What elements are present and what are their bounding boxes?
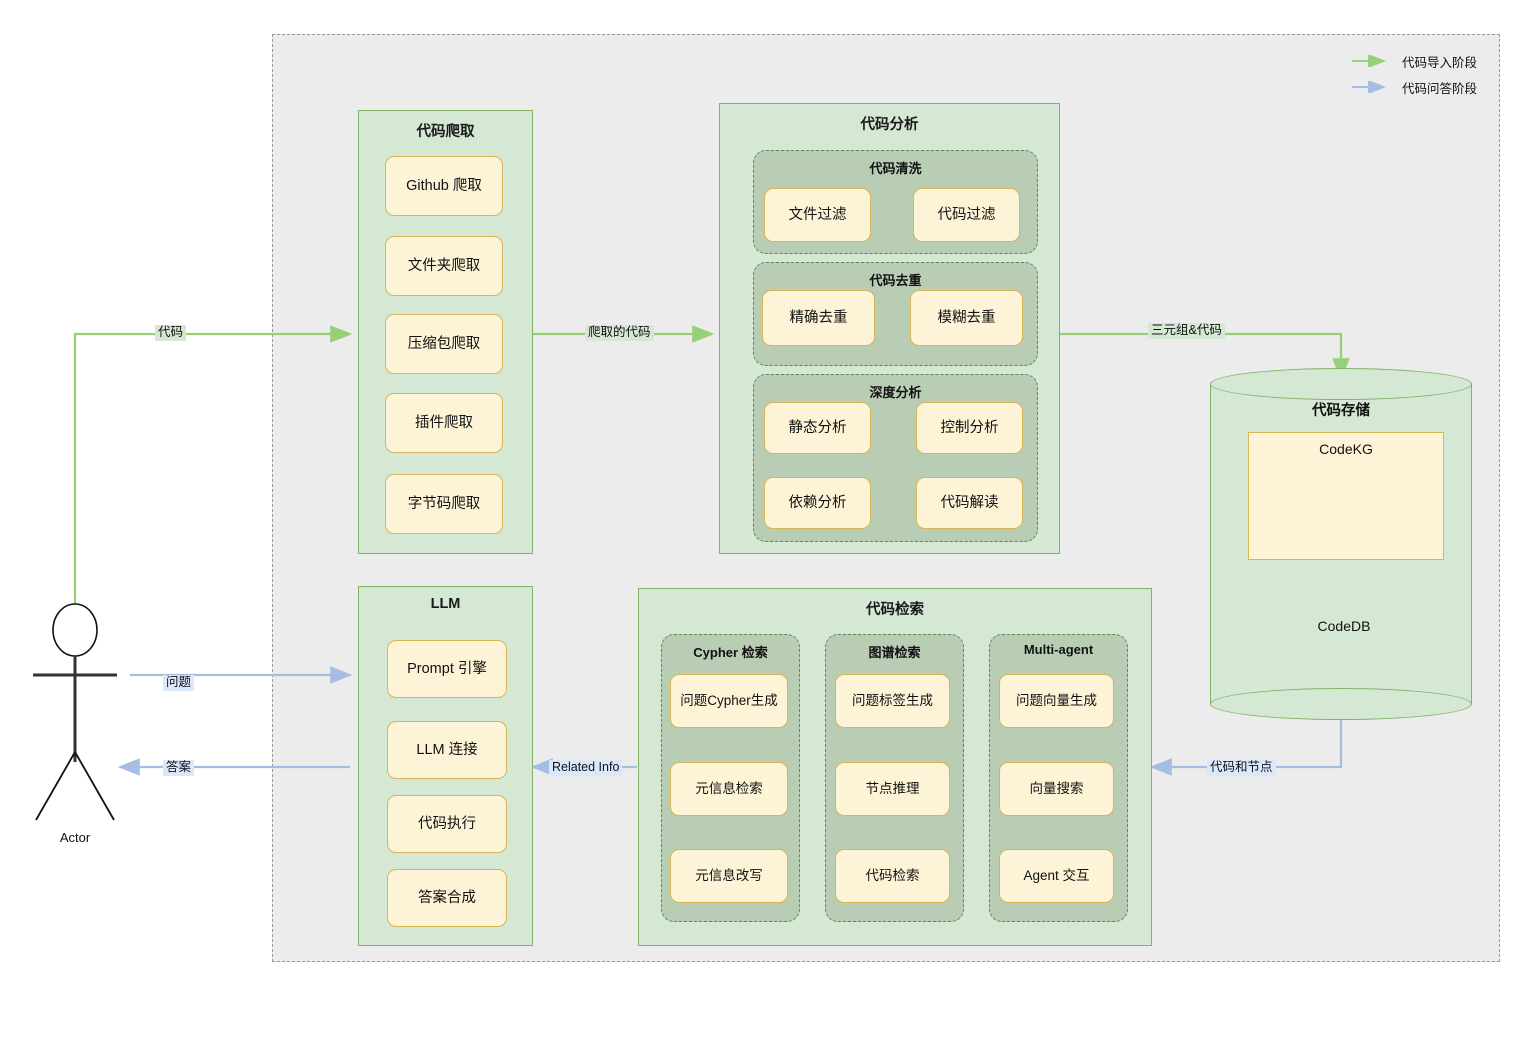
- node-fuzzy-dedup[interactable]: 模糊去重: [910, 290, 1023, 346]
- node-dependency-analysis[interactable]: 依赖分析: [764, 477, 871, 529]
- edge-label-code-and-nodes: 代码和节点: [1207, 760, 1276, 776]
- module-title-storage: 代码存储: [1312, 403, 1370, 419]
- node-exact-dedup[interactable]: 精确去重: [762, 290, 875, 346]
- node-github-crawl[interactable]: Github 爬取: [385, 156, 503, 216]
- node-code-retrieval[interactable]: 代码检索: [835, 849, 950, 903]
- subgroup-title-multiagent: Multi-agent: [1023, 642, 1094, 657]
- module-title-retrieval: 代码检索: [866, 602, 924, 618]
- codedb-label: CodeDB: [1317, 618, 1371, 634]
- module-title-llm: LLM: [430, 596, 461, 612]
- node-question-cypher-gen[interactable]: 问题Cypher生成: [670, 674, 788, 728]
- edge-label-triples-code: 三元组&代码: [1148, 323, 1225, 339]
- legend-row-qa: 代码问答阶段: [1352, 74, 1522, 100]
- subgroup-title-graph: 图谱检索: [868, 645, 921, 660]
- subgroup-title-dedup: 代码去重: [869, 273, 922, 288]
- node-code-filter[interactable]: 代码过滤: [913, 188, 1020, 242]
- module-title-analysis: 代码分析: [860, 117, 919, 133]
- cylinder-bottom: [1210, 688, 1472, 720]
- edge-label-answer: 答案: [163, 760, 195, 776]
- actor-label: Actor: [59, 830, 91, 845]
- legend-arrow-import-icon: [1352, 55, 1386, 67]
- node-meta-rewrite[interactable]: 元信息改写: [670, 849, 788, 903]
- legend-row-import: 代码导入阶段: [1352, 48, 1522, 74]
- legend: 代码导入阶段 代码问答阶段: [1352, 48, 1522, 100]
- node-agent-interaction[interactable]: Agent 交互: [999, 849, 1114, 903]
- edge-label-related-info: Related Info: [549, 760, 623, 776]
- codekg-label: CodeKG: [1319, 441, 1373, 457]
- node-prompt-engine[interactable]: Prompt 引擎: [387, 640, 507, 698]
- subgroup-title-cleaning: 代码清洗: [869, 161, 922, 176]
- node-archive-crawl[interactable]: 压缩包爬取: [385, 314, 503, 374]
- subgroup-title-cypher: Cypher 检索: [693, 645, 768, 660]
- cylinder-top: [1210, 368, 1472, 400]
- legend-label-qa: 代码问答阶段: [1402, 81, 1478, 96]
- node-folder-crawl[interactable]: 文件夹爬取: [385, 236, 503, 296]
- subgroup-title-deep: 深度分析: [869, 385, 922, 400]
- node-vector-search[interactable]: 向量搜索: [999, 762, 1114, 816]
- node-code-interpretation[interactable]: 代码解读: [916, 477, 1023, 529]
- node-answer-synthesis[interactable]: 答案合成: [387, 869, 507, 927]
- node-static-analysis[interactable]: 静态分析: [764, 402, 871, 454]
- node-control-analysis[interactable]: 控制分析: [916, 402, 1023, 454]
- node-file-filter[interactable]: 文件过滤: [764, 188, 871, 242]
- edge-label-question: 问题: [163, 675, 195, 691]
- actor-figure: [33, 603, 117, 821]
- node-bytecode-crawl[interactable]: 字节码爬取: [385, 474, 503, 534]
- edge-label-code: 代码: [155, 325, 187, 341]
- node-meta-retrieval[interactable]: 元信息检索: [670, 762, 788, 816]
- module-title-crawl: 代码爬取: [416, 124, 475, 140]
- node-llm-connection[interactable]: LLM 连接: [387, 721, 507, 779]
- codekg-box[interactable]: CodeKG: [1248, 432, 1444, 560]
- legend-arrow-qa-icon: [1352, 81, 1386, 93]
- node-question-vector-gen[interactable]: 问题向量生成: [999, 674, 1114, 728]
- edge-label-crawled-code: 爬取的代码: [585, 325, 654, 341]
- node-question-tag-gen[interactable]: 问题标签生成: [835, 674, 950, 728]
- legend-label-import: 代码导入阶段: [1402, 55, 1478, 70]
- node-plugin-crawl[interactable]: 插件爬取: [385, 393, 503, 453]
- node-code-execution[interactable]: 代码执行: [387, 795, 507, 853]
- node-node-reasoning[interactable]: 节点推理: [835, 762, 950, 816]
